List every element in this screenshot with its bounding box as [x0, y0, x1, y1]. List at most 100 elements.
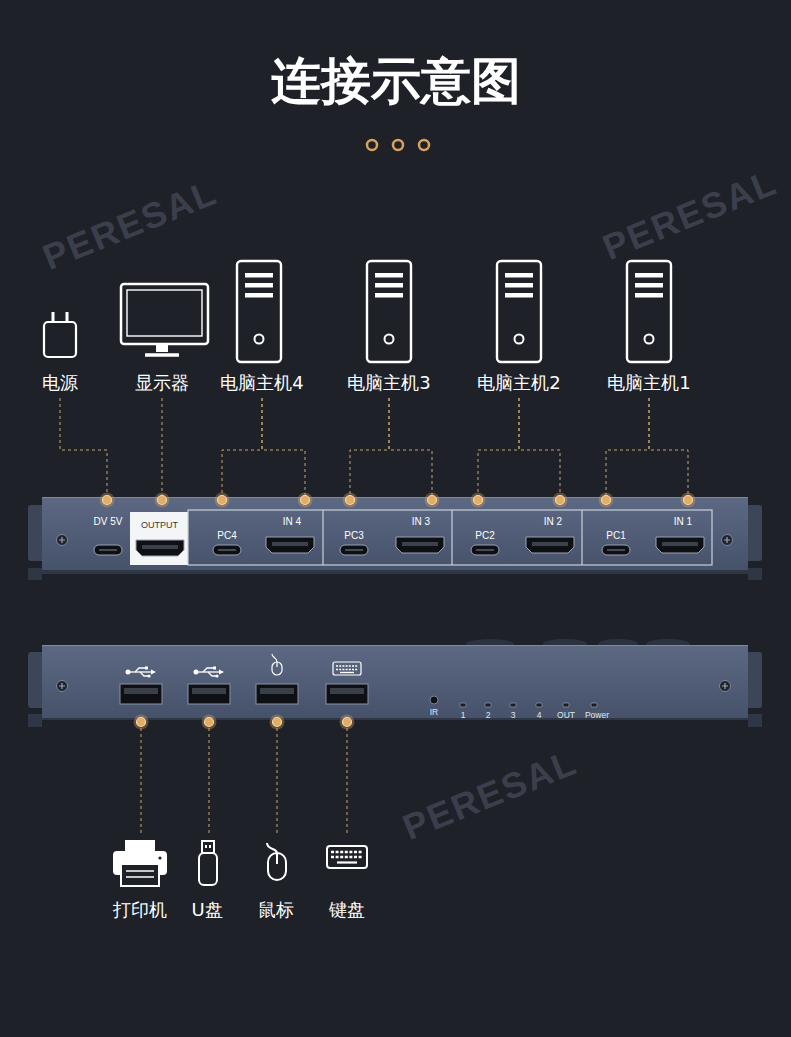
- port-name: PC2: [475, 530, 494, 542]
- indicator-led: [536, 703, 542, 707]
- port-dot: [137, 718, 146, 727]
- front-panel-housing: [188, 684, 230, 704]
- port-dot: [158, 496, 167, 505]
- device-label: 键盘: [329, 898, 365, 922]
- usb-drive-icon: [202, 841, 214, 853]
- dashed-connector: [478, 398, 519, 500]
- mouse-icon: [267, 843, 277, 853]
- front-panel-housing: [57, 681, 68, 692]
- usb-drive-icon: [199, 853, 217, 885]
- port-dot: [103, 496, 112, 505]
- port-name: OUTPUT: [141, 519, 178, 531]
- monitor-icon: [121, 284, 208, 355]
- rear-panel-housing: [471, 545, 499, 555]
- device-node: 显示器: [112, 278, 212, 398]
- port-node: IN 3: [398, 500, 444, 562]
- port-node: DV 5V: [85, 500, 131, 562]
- front-panel-housing: [42, 645, 748, 718]
- indicator-led: [563, 703, 569, 707]
- port-dot: [553, 493, 568, 508]
- front-panel-housing: [430, 696, 438, 704]
- keyboard-icon: [337, 861, 357, 863]
- port-dot: [270, 715, 285, 730]
- rear-panel-housing: [451, 510, 452, 565]
- front-panel-housing: [194, 667, 225, 678]
- mouse-icon: [267, 843, 286, 880]
- keyboard-icon: [327, 846, 367, 868]
- port-name: IN 4: [283, 516, 301, 528]
- indicator-label: 1: [461, 710, 466, 721]
- printer-icon: [113, 840, 167, 886]
- front-panel-housing: [326, 684, 368, 704]
- port-dot: [205, 718, 214, 727]
- device-node: 鼠标: [246, 835, 306, 925]
- device-node: 键盘: [317, 835, 377, 925]
- port-node: PC4: [204, 500, 250, 562]
- rear-panel-housing: [188, 510, 712, 565]
- port-node: OUTPUT: [131, 500, 188, 564]
- indicator-led: [591, 703, 597, 707]
- port-dot: [100, 493, 696, 730]
- indicator-label: 4: [537, 710, 542, 721]
- keyboard-icon: [331, 851, 363, 853]
- pc-tower-icon: [627, 261, 671, 362]
- device-node: 电源: [30, 306, 90, 398]
- port-name: IN 3: [412, 516, 430, 528]
- front-panel: IR1234OUTPower: [42, 645, 748, 722]
- rear-panel-housing: [28, 497, 762, 580]
- port-dot: [343, 493, 358, 508]
- rear-panel-housing: [581, 510, 582, 565]
- mouse-icon: [276, 853, 278, 864]
- mouse-symbol: [276, 662, 277, 667]
- rear-panel-housing: [322, 510, 323, 565]
- pc-tower-icon: [367, 261, 411, 362]
- device-label: 鼠标: [258, 898, 294, 922]
- monitor-icon: [145, 353, 179, 357]
- port-dot: [298, 493, 313, 508]
- rear-panel-housing: [526, 537, 574, 553]
- device-label: 打印机: [113, 898, 167, 922]
- title-dots: [367, 140, 429, 150]
- device-label: 电脑主机4: [220, 371, 303, 395]
- port-name: PC4: [217, 530, 236, 542]
- printer-icon: [158, 856, 161, 859]
- power-adapter-icon: [44, 322, 76, 357]
- dashed-connector: [262, 398, 305, 500]
- dashed-connector: [347, 722, 348, 835]
- keyboard-icon: [327, 846, 367, 868]
- port-dot: [599, 493, 614, 508]
- port-node: IN 2: [530, 500, 576, 562]
- watermark: PERESAL: [597, 162, 783, 268]
- power-adapter-icon: [52, 312, 55, 322]
- port-node: IN 1: [660, 500, 706, 562]
- port-dot: [681, 493, 696, 508]
- printer-icon: [126, 876, 154, 878]
- indicator-label: IR: [430, 707, 439, 718]
- dashed-connector: [649, 398, 688, 500]
- port-dot: [556, 496, 565, 505]
- dashed-connector: [60, 398, 107, 500]
- rear-panel-housing: [136, 540, 184, 556]
- rear-panel-housing: [266, 537, 314, 553]
- rear-panel-housing: [602, 545, 630, 555]
- indicator-led: [485, 703, 491, 707]
- indicator-led: [510, 703, 516, 707]
- dashed-connector: [519, 398, 560, 500]
- title-dots: [367, 140, 377, 150]
- port-dot: [602, 496, 611, 505]
- port-name: IN 1: [674, 516, 692, 528]
- dashed-connector: [141, 722, 142, 835]
- dashed-connector: [162, 398, 163, 500]
- rear-panel-housing: [130, 512, 188, 565]
- rear-panel-housing: [340, 545, 368, 555]
- port-name: IN 2: [544, 516, 562, 528]
- port-dot: [471, 493, 486, 508]
- printer-icon: [126, 870, 154, 872]
- dashed-connector: [350, 398, 389, 500]
- dashed-connector: [606, 398, 649, 500]
- mouse-symbol: [272, 654, 277, 662]
- front-panel-housing: [28, 639, 762, 727]
- port-node: PC3: [331, 500, 377, 562]
- port-node: IN 4: [269, 500, 315, 562]
